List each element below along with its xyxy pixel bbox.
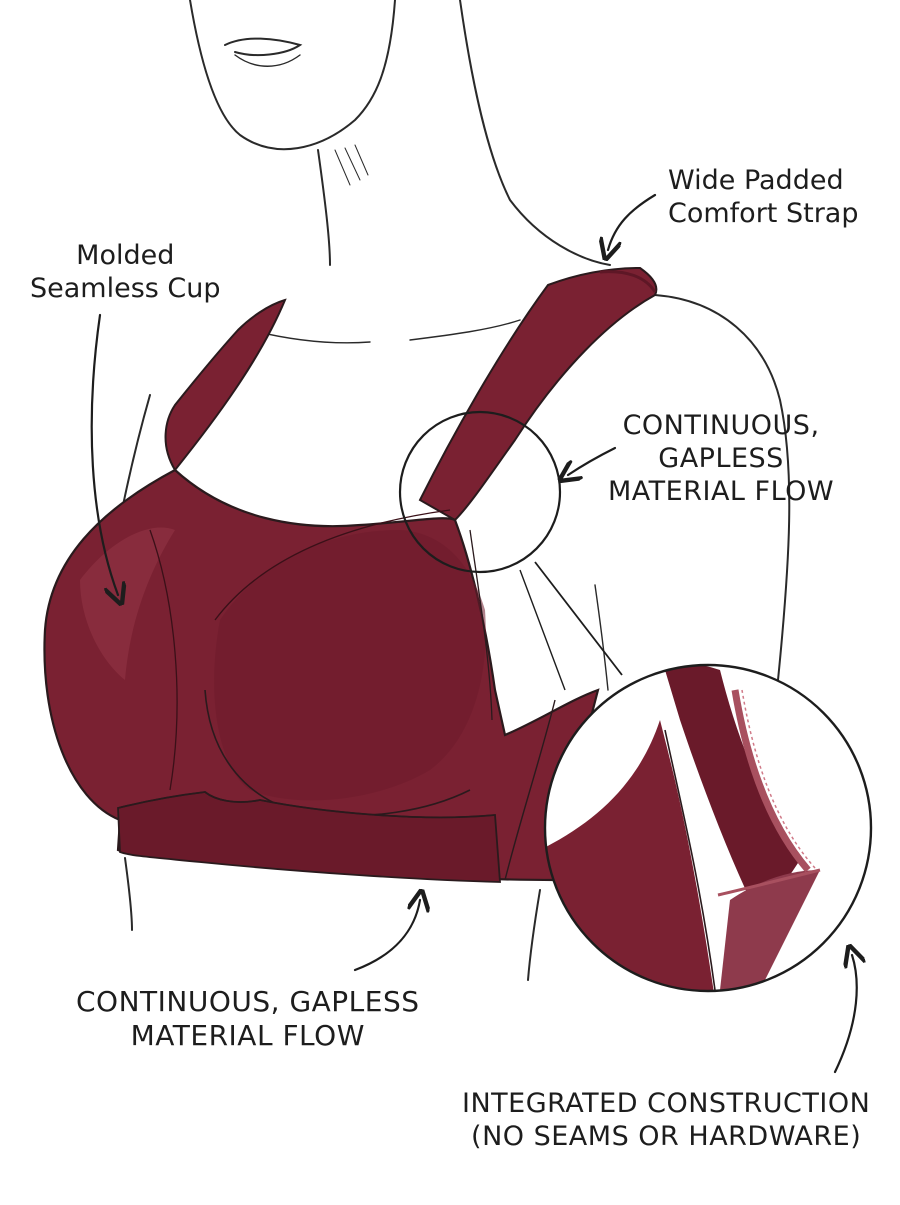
arrow-strap xyxy=(608,195,655,250)
callout-molded-cup: Molded Seamless Cup xyxy=(30,240,221,306)
callout-integrated-line1: INTEGRATED CONSTRUCTION xyxy=(462,1088,870,1121)
lips xyxy=(225,39,300,56)
callout-flow-side-line2: GAPLESS xyxy=(608,443,834,476)
arrow-integrated xyxy=(835,955,857,1072)
callout-cup-line2: Seamless Cup xyxy=(30,273,221,306)
callout-flow-side-line3: MATERIAL FLOW xyxy=(608,476,834,509)
lips-lower xyxy=(235,55,300,66)
callout-material-flow-bottom: CONTINUOUS, GAPLESS MATERIAL FLOW xyxy=(76,985,420,1053)
strap-left xyxy=(166,300,285,470)
collarbone-right xyxy=(410,320,520,340)
callout-integrated-construction: INTEGRATED CONSTRUCTION (NO SEAMS OR HAR… xyxy=(462,1088,870,1154)
neck-shade xyxy=(335,145,368,185)
callout-flow-side-line1: CONTINUOUS, xyxy=(608,410,834,443)
callout-flow-bottom-line1: CONTINUOUS, GAPLESS xyxy=(76,985,420,1019)
arm-crease xyxy=(595,585,608,690)
focus-connector-1 xyxy=(535,562,622,675)
callout-wide-padded-strap: Wide Padded Comfort Strap xyxy=(668,165,858,231)
callout-material-flow-side: CONTINUOUS, GAPLESS MATERIAL FLOW xyxy=(608,410,834,509)
waist-right xyxy=(528,890,540,980)
chin-line xyxy=(190,0,395,149)
neck-right xyxy=(460,0,610,265)
focus-connector-2 xyxy=(520,570,565,690)
waist-left xyxy=(125,858,132,930)
callout-flow-bottom-line2: MATERIAL FLOW xyxy=(76,1019,420,1053)
callout-integrated-line2: (NO SEAMS OR HARDWARE) xyxy=(462,1121,870,1154)
neck-left xyxy=(318,150,330,265)
callout-strap-line1: Wide Padded xyxy=(668,165,858,198)
callout-strap-line2: Comfort Strap xyxy=(668,198,858,231)
arrow-flow-bottom xyxy=(355,900,420,970)
callout-cup-line1: Molded xyxy=(30,240,221,273)
